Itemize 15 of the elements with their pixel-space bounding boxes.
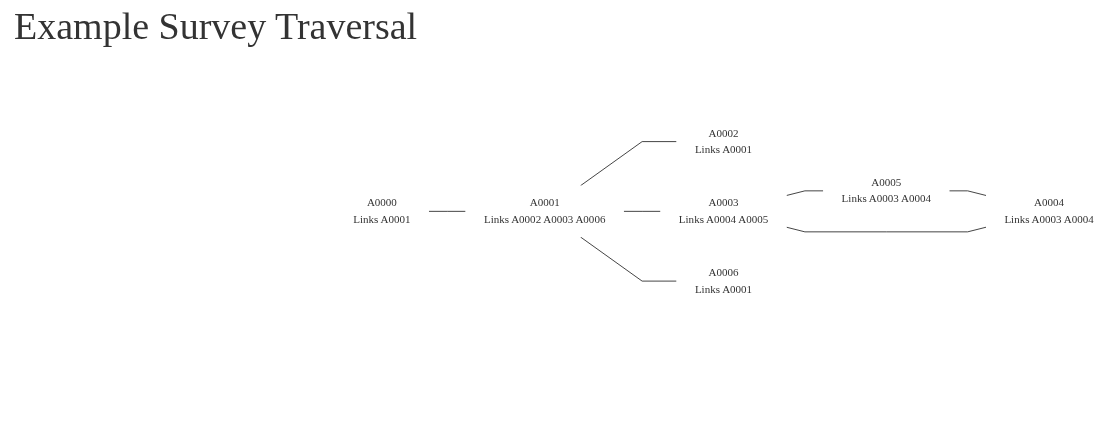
connector [948, 190, 987, 197]
connector [580, 141, 677, 187]
connector [786, 226, 987, 233]
connector [428, 211, 467, 212]
node-text: A0001 Links A0002 A0003 A0006 [483, 196, 606, 226]
node-text: A0006 Links A0001 [694, 266, 753, 296]
diagram-title: Example Survey Traversal [14, 4, 418, 48]
node-text: A0004 Links A0003 A0004 [1004, 196, 1094, 226]
node-text: A0000 Links A0001 [353, 196, 411, 226]
node-text: A0002 Links A0001 [694, 127, 753, 156]
connector [786, 190, 824, 197]
node-text: A0003 Links A0004 A0005 [678, 196, 769, 226]
connector [623, 211, 661, 212]
connector [580, 236, 677, 282]
node-text: A0005 Links A0003 A0004 [841, 176, 931, 206]
